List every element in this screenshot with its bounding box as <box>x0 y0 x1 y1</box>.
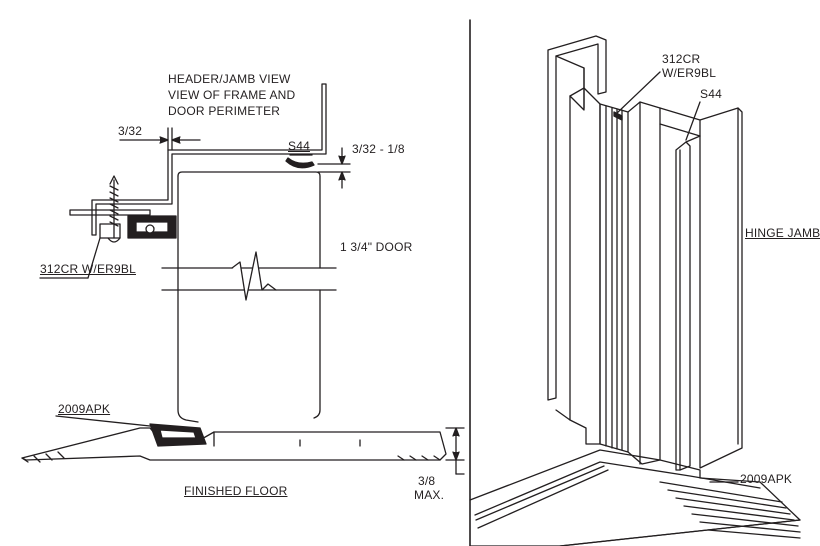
door-perimeter-label: DOOR PERIMETER <box>168 104 281 118</box>
section-view <box>21 83 465 475</box>
view-of-frame-label: VIEW OF FRAME AND <box>168 88 296 102</box>
hinge-jamb <box>659 107 743 469</box>
seal-312cr-label-line1: 312CR <box>662 52 701 66</box>
header-jamb-view-label: HEADER/JAMB VIEW <box>168 72 291 86</box>
finished-floor-label: FINISHED FLOOR <box>184 484 288 498</box>
frame-face <box>627 101 661 465</box>
door-slab <box>177 171 321 291</box>
s44-gasket <box>285 157 315 169</box>
threshold-perspective <box>469 449 801 546</box>
door-thickness-label: 1 3/4" DOOR <box>340 240 413 254</box>
s44-strip <box>675 141 691 471</box>
screw-icon <box>107 175 121 243</box>
perspective-view <box>469 35 801 546</box>
frame-flange <box>69 209 151 216</box>
threshold-2009apk <box>21 427 447 461</box>
seal-312cr-strip <box>599 103 629 453</box>
height-max-label: MAX. <box>414 488 445 502</box>
seal-312cr-label-line2: W/ER9BL <box>662 66 717 80</box>
gap-dimension-label: 3/32 <box>118 124 143 138</box>
s44-label: S44 <box>288 139 310 153</box>
threshold-perspective-label: 2009APK <box>740 472 793 486</box>
seal-312cr-label: 312CR W/ER9BL <box>40 262 136 276</box>
hinge-jamb-label: HINGE JAMB <box>745 226 820 240</box>
height-dimension-label: 3/8 <box>418 474 436 488</box>
gap-range-dimension-label: 3/32 - 1/8 <box>352 142 405 156</box>
threshold-label: 2009APK <box>58 402 111 416</box>
frame-stop <box>569 87 601 445</box>
frame-back <box>547 35 607 401</box>
break-zigzag <box>231 251 277 301</box>
s44-perspective-label: S44 <box>700 87 722 101</box>
